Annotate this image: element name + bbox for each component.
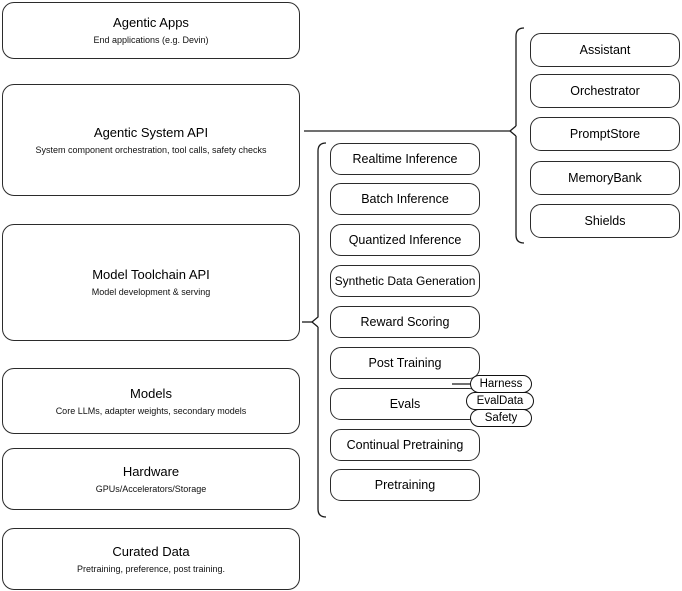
eval-tag-harness[interactable]: Harness: [470, 375, 532, 393]
layer-title: Model Toolchain API: [92, 267, 210, 282]
layer-subtitle: Core LLMs, adapter weights, secondary mo…: [55, 405, 247, 416]
component-box-assistant[interactable]: Assistant: [530, 33, 680, 67]
layer-subtitle: GPUs/Accelerators/Storage: [95, 483, 207, 494]
capability-box-post-training[interactable]: Post Training: [330, 347, 480, 379]
layer-title: Agentic System API: [93, 124, 209, 140]
layer-title: Models: [130, 385, 172, 401]
component-box-promptstore[interactable]: PromptStore: [530, 117, 680, 151]
component-box-memorybank[interactable]: MemoryBank: [530, 161, 680, 195]
layer-subtitle: Model development & serving: [91, 287, 211, 297]
agentic-bracket-tip: [509, 125, 517, 132]
toolchain-bracket-spine: [311, 142, 327, 518]
layer-subtitle: System component orchestration, tool cal…: [35, 144, 267, 155]
layer-box-agentic-apps[interactable]: Agentic Apps End applications (e.g. Devi…: [2, 2, 300, 59]
capability-box-evals[interactable]: Evals: [330, 388, 480, 420]
layer-title: Curated Data: [112, 543, 190, 559]
layer-box-agentic-system-api[interactable]: Agentic System API System component orch…: [2, 84, 300, 196]
component-box-orchestrator[interactable]: Orchestrator: [530, 74, 680, 108]
layer-title: Hardware: [122, 463, 180, 479]
capability-box-reward-scoring[interactable]: Reward Scoring: [330, 306, 480, 338]
layer-box-model-toolchain-api[interactable]: Model Toolchain API Model development & …: [2, 224, 300, 341]
layer-box-curated-data[interactable]: Curated Data Pretraining, preference, po…: [2, 528, 300, 590]
capability-box-batch-inference[interactable]: Batch Inference: [330, 183, 480, 215]
layer-title: Agentic Apps: [113, 15, 189, 30]
eval-tag-safety[interactable]: Safety: [470, 409, 532, 427]
layer-subtitle: End applications (e.g. Devin): [93, 35, 209, 45]
layer-subtitle: Pretraining, preference, post training.: [76, 563, 226, 574]
layer-box-hardware[interactable]: Hardware GPUs/Accelerators/Storage: [2, 448, 300, 510]
toolchain-bracket-group: [302, 142, 327, 518]
layer-box-models[interactable]: Models Core LLMs, adapter weights, secon…: [2, 368, 300, 434]
eval-tag-evaldata[interactable]: EvalData: [466, 392, 534, 410]
agentic-bracket-spine: [509, 27, 525, 244]
capability-box-pretraining[interactable]: Pretraining: [330, 469, 480, 501]
capability-box-quantized-inference[interactable]: Quantized Inference: [330, 224, 480, 256]
capability-box-synthetic-data-generation[interactable]: Synthetic Data Generation: [330, 265, 480, 297]
capability-box-realtime-inference[interactable]: Realtime Inference: [330, 143, 480, 175]
component-box-shields[interactable]: Shields: [530, 204, 680, 238]
capability-box-continual-pretraining[interactable]: Continual Pretraining: [330, 429, 480, 461]
